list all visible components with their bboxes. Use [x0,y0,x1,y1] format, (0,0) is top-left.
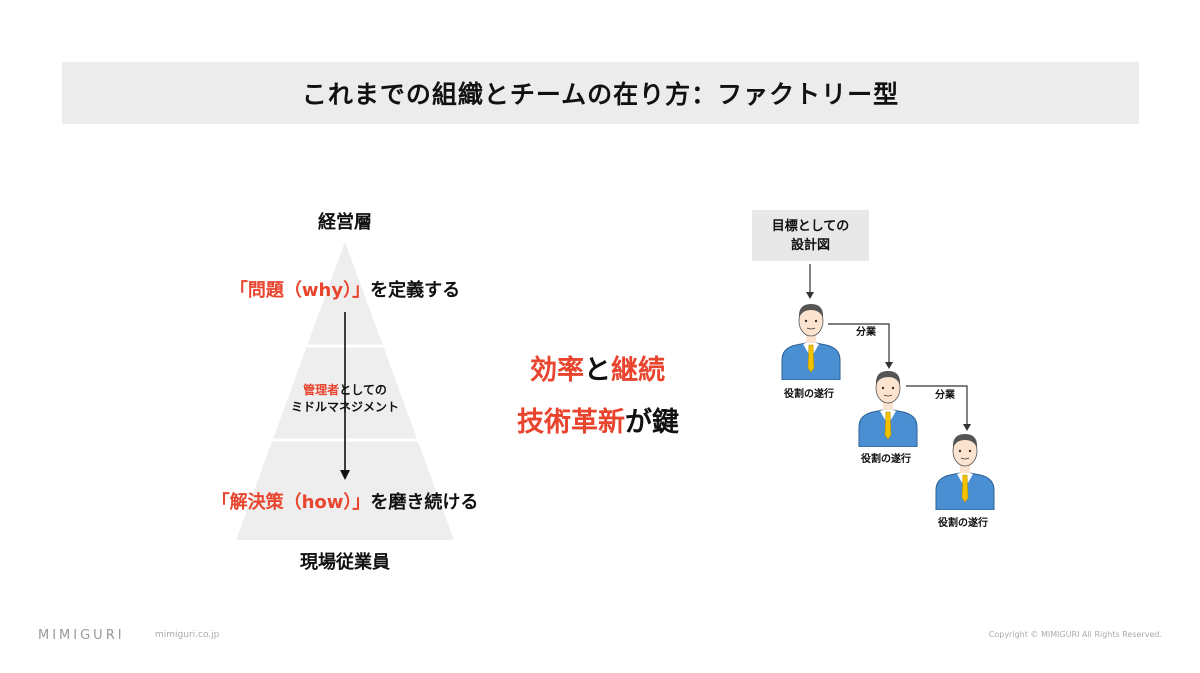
key-line-2: 技術革新が鍵 [517,400,679,439]
mid-line1: 管理者としての [270,382,420,399]
key-continuity: 継続 [611,355,665,386]
design-line2: 設計図 [790,237,830,253]
arrow-person1-to-person2 [828,323,890,364]
mid-black-text: としての [339,383,387,397]
design-line1: 目標としての [771,218,850,234]
why-red-text: 「問題（why）」 [229,280,371,301]
divide-label-1: 分業 [856,327,876,338]
bottom-label: 現場従業員 [300,552,390,573]
why-statement: 「問題（why）」を定義する [212,276,478,302]
role-label-2: 役割の遂行 [861,454,911,465]
businessman-icon-2 [858,371,918,447]
key-efficiency: 効率 [530,355,584,386]
key-is-key: が鍵 [625,407,679,438]
key-line-1: 効率と継続 [530,348,665,387]
design-plan-box: 目標としての 設計図 [752,210,869,261]
why-black-text: を定義する [370,280,461,301]
middle-management-label: 管理者としての ミドルマネジメント [270,382,420,416]
arrow-person2-to-person3 [906,385,968,426]
businessman-icon-3 [935,434,995,510]
footer-copyright: Copyright © MIMIGURI All Rights Reserved… [988,630,1162,639]
title-bar: これまでの組織とチームの在り方：ファクトリー型 [62,62,1139,124]
footer-url: mimiguri.co.jp [155,630,220,640]
role-label-1: 役割の遂行 [784,389,834,400]
top-label: 経営層 [318,212,372,233]
key-innovation: 技術革新 [517,407,625,438]
arrow-head-1 [806,292,814,299]
how-red-text: 「解決策（how）」 [211,492,371,513]
flow-arrows [806,264,971,431]
businessman-icon-1 [781,304,841,380]
pyramid-arrow-head [340,470,350,480]
divide-label-2: 分業 [935,390,955,401]
arrow-head-2 [885,362,893,369]
pyramid-graphic [230,242,460,540]
page-title: これまでの組織とチームの在り方：ファクトリー型 [301,80,900,109]
mid-red-text: 管理者 [303,383,340,397]
how-black-text: を磨き続ける [370,492,479,513]
role-label-3: 役割の遂行 [938,518,988,529]
how-statement: 「解決策（how）」を磨き続ける [190,488,500,514]
footer-logo: MIMIGURI [38,628,125,643]
mid-line2: ミドルマネジメント [290,400,399,414]
key-and: と [584,355,611,386]
arrow-head-3 [963,424,971,431]
